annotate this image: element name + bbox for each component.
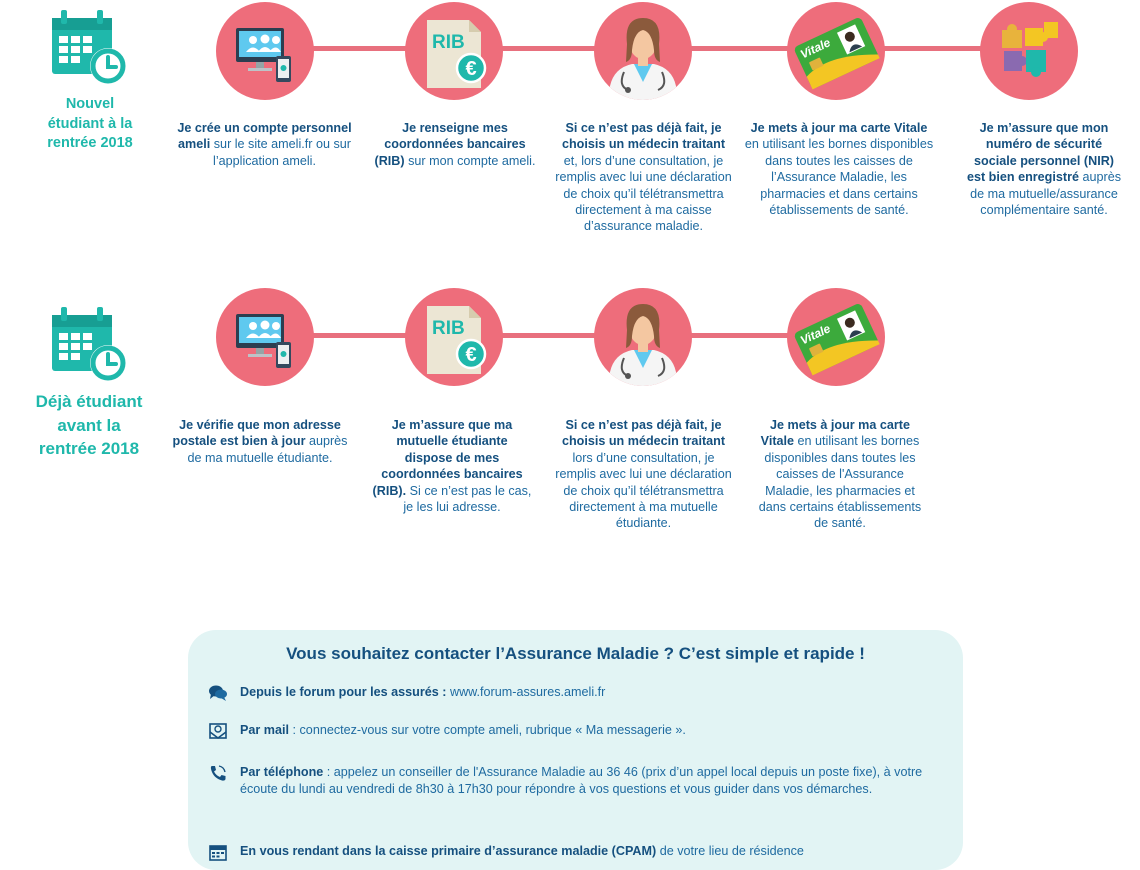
- computer-phone-icon: [236, 28, 291, 82]
- step-text: Si ce n’est pas déjà fait, je choisis un…: [555, 418, 732, 531]
- rib-euro-icon: RIB€: [427, 306, 487, 374]
- contact-title: Vous souhaitez contacter l’Assurance Mal…: [286, 644, 865, 663]
- calendar-clock-icon: [50, 305, 130, 385]
- step-circle: [980, 2, 1078, 100]
- puzzle-icon: [1002, 22, 1058, 77]
- calendar-icon: [208, 843, 228, 861]
- vitale-card-icon: Vitale: [794, 18, 880, 90]
- step-circle: Vitale: [787, 2, 885, 100]
- step-circle: RIB€: [405, 2, 503, 100]
- svg-text:€: €: [465, 344, 476, 366]
- step-circle: [216, 2, 314, 100]
- step-text: Je m’assure que ma mutuelle étudiante di…: [372, 418, 532, 515]
- doctor-icon: [610, 304, 676, 386]
- timeline-line-row2: [250, 333, 850, 338]
- chat-bubbles-icon: [208, 684, 228, 702]
- svg-text:RIB: RIB: [432, 318, 465, 339]
- step-text: Je crée un compte personnel ameli sur le…: [177, 121, 352, 168]
- step-text: Je m’assure que mon numéro de sécurité s…: [966, 121, 1121, 218]
- step-circle: RIB€: [405, 288, 503, 386]
- calendar-clock-icon: [50, 8, 130, 88]
- step-text: Si ce n’est pas déjà fait, je choisis un…: [555, 121, 732, 234]
- doctor-icon: [610, 18, 676, 100]
- svg-text:€: €: [465, 58, 476, 80]
- mail-icon: [208, 722, 228, 740]
- contact-box: Vous souhaitez contacter l’Assurance Mal…: [188, 630, 963, 870]
- step-text: Je mets à jour ma carte Vitale en utilis…: [758, 418, 922, 531]
- step-text: Je mets à jour ma carte Vitale en utilis…: [744, 121, 934, 218]
- step-circle: [216, 288, 314, 386]
- phone-icon: [208, 764, 228, 782]
- step-text: Je vérifie que mon adresse postale est b…: [172, 418, 348, 465]
- step-text: Je renseigne mes coordonnées bancaires (…: [374, 121, 536, 168]
- svg-text:RIB: RIB: [432, 32, 465, 53]
- vitale-card-icon: Vitale: [794, 304, 880, 376]
- rib-euro-icon: RIB€: [427, 20, 487, 88]
- step-circle: [594, 2, 692, 100]
- step-circle: Vitale: [787, 288, 885, 386]
- step-circle: [594, 288, 692, 386]
- computer-phone-icon: [236, 314, 291, 368]
